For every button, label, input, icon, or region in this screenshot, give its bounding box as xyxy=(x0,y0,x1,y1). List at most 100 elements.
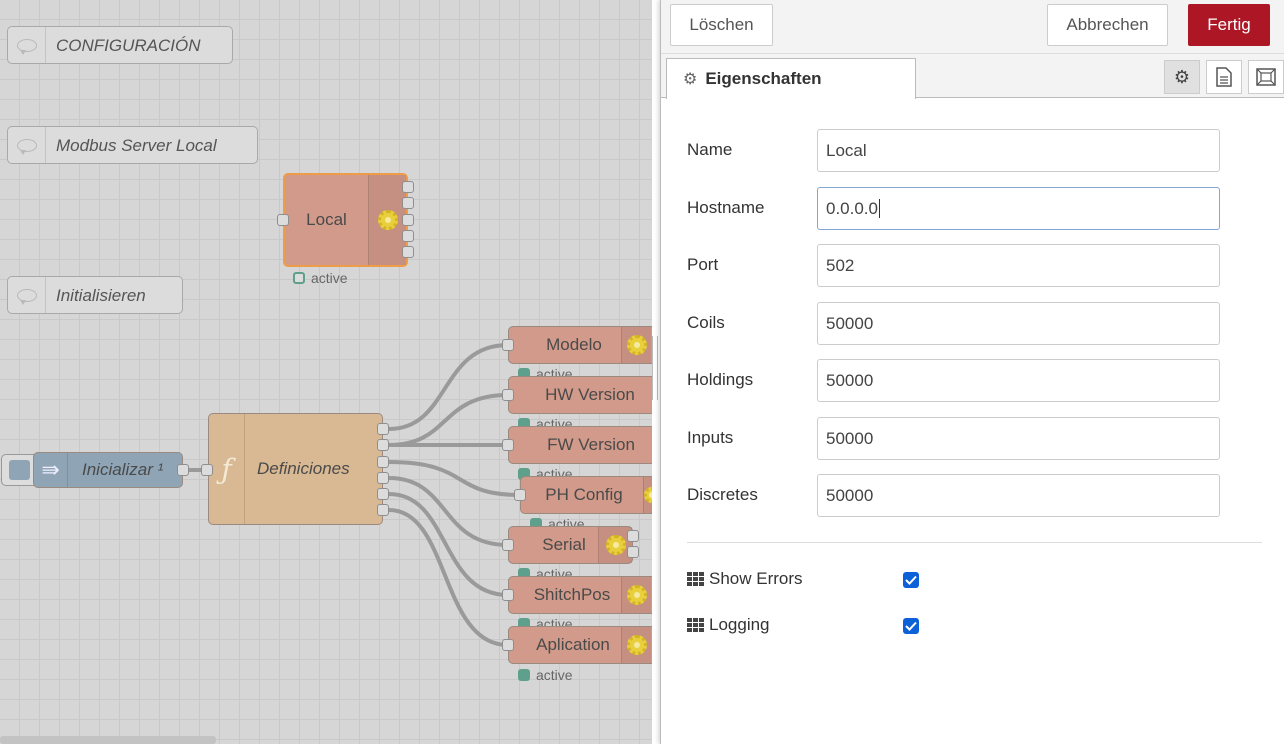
node-label: HW Version xyxy=(545,385,635,404)
done-button[interactable]: Fertig xyxy=(1188,4,1270,46)
comment-node[interactable]: CONFIGURACIÓN xyxy=(7,26,233,64)
status-text: active xyxy=(536,667,573,683)
frame-icon xyxy=(1256,68,1276,86)
wire xyxy=(388,460,521,497)
output-node[interactable]: Modelo xyxy=(508,326,652,364)
inject-trigger-button[interactable] xyxy=(1,454,39,486)
hostname-value: 0.0.0.0 xyxy=(826,198,878,218)
output-node[interactable]: Aplication xyxy=(508,626,652,664)
checkbox-label-text: Show Errors xyxy=(709,569,803,588)
node-status: active xyxy=(518,667,573,683)
field-label: Inputs xyxy=(687,428,734,447)
gear-icon xyxy=(377,210,398,230)
input-port[interactable] xyxy=(502,539,514,551)
tab-properties[interactable]: ⚙ Eigenschaften xyxy=(666,58,916,99)
gear-icon: ⚙ xyxy=(683,71,698,88)
wire xyxy=(388,476,509,547)
tab-label: Eigenschaften xyxy=(705,69,822,88)
edit-tray: Löschen Abbrechen Fertig ⚙ Eigenschaften… xyxy=(660,0,1284,744)
flow-workspace[interactable]: CONFIGURACIÓN Modbus Server Local Initia… xyxy=(0,0,652,744)
input-port[interactable] xyxy=(277,214,289,226)
input-port[interactable] xyxy=(502,589,514,601)
field-label: Coils xyxy=(687,313,725,332)
input-port[interactable] xyxy=(514,489,526,501)
node-label: FW Version xyxy=(547,435,635,454)
field-coils: Coils 50000 xyxy=(687,302,1247,346)
port-input[interactable]: 502 xyxy=(817,244,1220,287)
gear-icon xyxy=(644,487,652,503)
gear-icon xyxy=(626,335,647,355)
grid-icon xyxy=(687,618,705,632)
comment-icon xyxy=(8,277,46,313)
tray-toolbar: Löschen Abbrechen Fertig xyxy=(661,0,1284,54)
panel-resize-handle[interactable] xyxy=(652,336,658,400)
output-port[interactable] xyxy=(377,439,389,451)
node-label: Definiciones xyxy=(257,459,350,478)
output-port[interactable] xyxy=(402,246,414,258)
settings-tab-button[interactable]: ⚙ xyxy=(1164,60,1200,94)
output-node[interactable]: Serial xyxy=(508,526,633,564)
holdings-input[interactable]: 50000 xyxy=(817,359,1220,402)
field-label: Port xyxy=(687,255,719,274)
input-port[interactable] xyxy=(502,339,514,351)
logging-label: Logging xyxy=(687,615,770,635)
wire xyxy=(388,492,509,597)
output-port[interactable] xyxy=(402,181,414,193)
input-port[interactable] xyxy=(201,464,213,476)
output-port[interactable] xyxy=(402,197,414,209)
comment-node[interactable]: Modbus Server Local xyxy=(7,126,258,164)
cancel-button[interactable]: Abbrechen xyxy=(1047,4,1168,46)
input-port[interactable] xyxy=(502,639,514,651)
show-errors-row: Show Errors xyxy=(687,565,1087,595)
logging-checkbox[interactable] xyxy=(903,618,919,634)
output-port[interactable] xyxy=(177,464,189,476)
modbus-server-node[interactable]: Local xyxy=(283,173,408,267)
output-node[interactable]: ShitchPos xyxy=(508,576,652,614)
output-port[interactable] xyxy=(377,456,389,468)
inject-node[interactable]: ⇛ Inicializar ¹ xyxy=(33,452,183,488)
name-input[interactable]: Local xyxy=(817,129,1220,172)
show-errors-checkbox[interactable] xyxy=(903,572,919,588)
output-port[interactable] xyxy=(402,214,414,226)
document-icon xyxy=(1216,67,1232,87)
output-port[interactable] xyxy=(402,230,414,242)
check-icon xyxy=(905,575,917,585)
inputs-input[interactable]: 50000 xyxy=(817,417,1220,460)
output-port[interactable] xyxy=(377,472,389,484)
output-node[interactable]: PH Config xyxy=(520,476,652,514)
output-node[interactable]: HW Version xyxy=(508,376,652,414)
appearance-tab-button[interactable] xyxy=(1248,60,1284,94)
horizontal-scrollbar[interactable] xyxy=(0,736,216,744)
input-port[interactable] xyxy=(502,389,514,401)
input-port[interactable] xyxy=(502,439,514,451)
divider xyxy=(687,542,1262,543)
comment-node[interactable]: Initialisieren xyxy=(7,276,183,314)
description-tab-button[interactable] xyxy=(1206,60,1242,94)
function-node[interactable]: ƒ Definiciones xyxy=(208,413,383,525)
status-text: active xyxy=(311,270,348,286)
output-port[interactable] xyxy=(377,488,389,500)
node-icon-box xyxy=(598,527,632,563)
check-icon xyxy=(905,621,917,631)
node-icon-box xyxy=(643,477,652,513)
output-node[interactable]: FW Version xyxy=(508,426,652,464)
coils-input[interactable]: 50000 xyxy=(817,302,1220,345)
output-port[interactable] xyxy=(627,530,639,542)
output-port[interactable] xyxy=(377,423,389,435)
node-icon-box xyxy=(621,327,651,363)
field-label: Holdings xyxy=(687,370,754,389)
node-label: Modelo xyxy=(546,335,602,354)
comment-icon xyxy=(8,27,46,63)
grid-icon xyxy=(687,572,705,586)
output-port[interactable] xyxy=(627,546,639,558)
output-port[interactable] xyxy=(377,504,389,516)
field-hostname: Hostname 0.0.0.0 xyxy=(687,187,1247,231)
node-label: Serial xyxy=(542,535,586,554)
node-label: ShitchPos xyxy=(533,585,611,604)
hostname-input[interactable]: 0.0.0.0 xyxy=(817,187,1220,230)
checkbox-label-text: Logging xyxy=(709,615,770,634)
wires xyxy=(183,343,521,647)
status-ring-icon xyxy=(293,272,305,284)
discretes-input[interactable]: 50000 xyxy=(817,474,1220,517)
delete-button[interactable]: Löschen xyxy=(670,4,773,46)
